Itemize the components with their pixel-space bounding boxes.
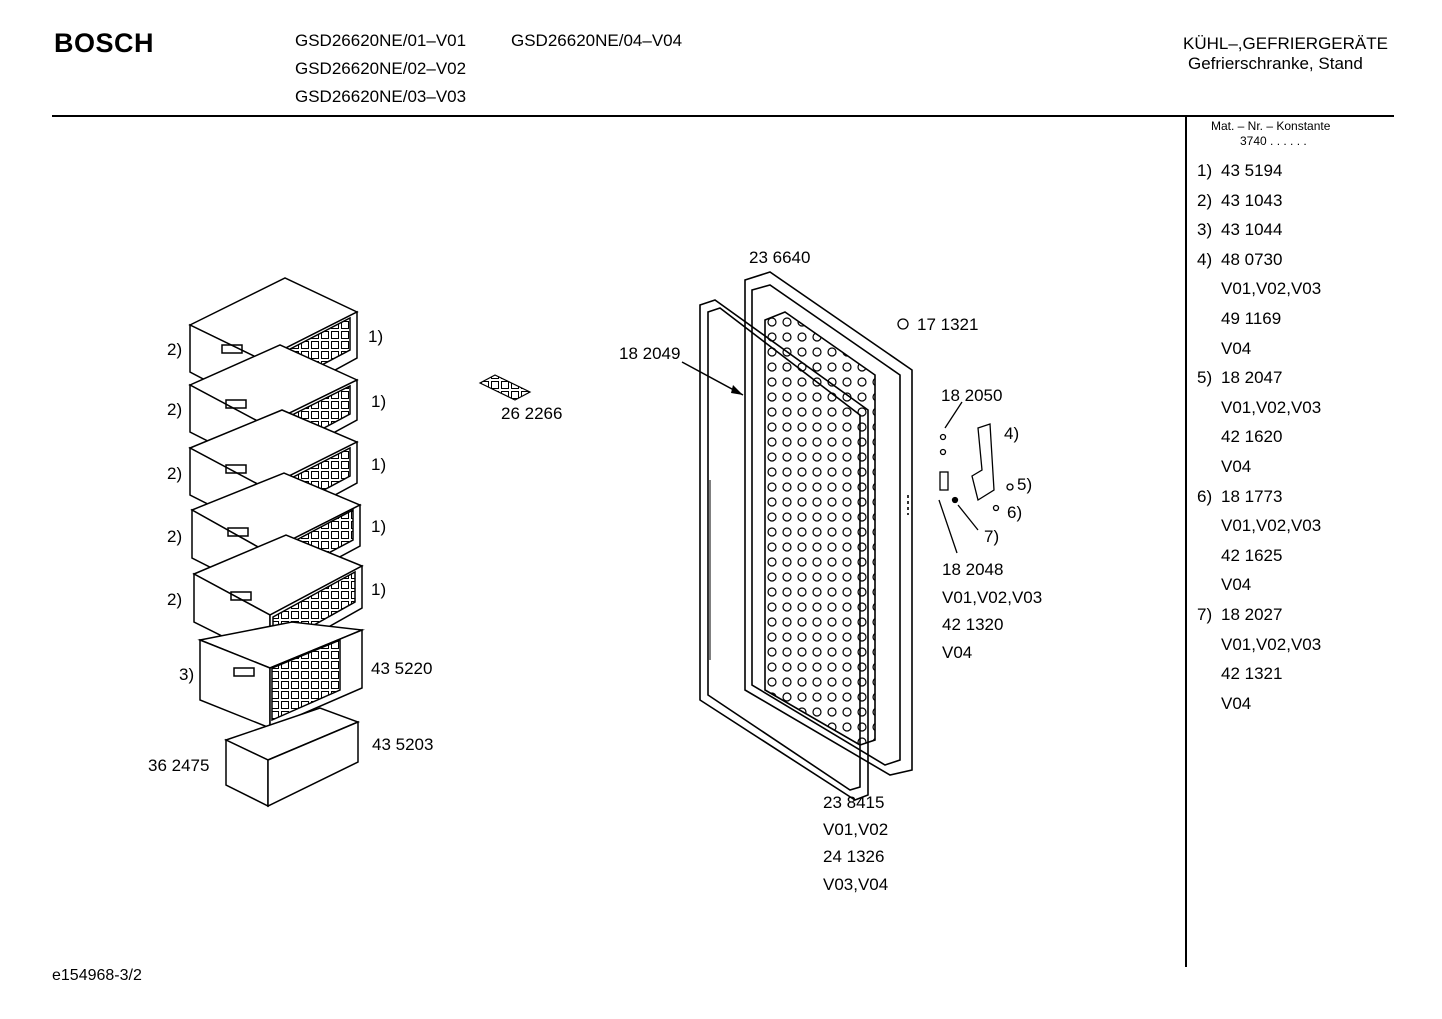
ref-label-1: 1)	[371, 580, 386, 599]
ref-label-4: 4)	[1004, 424, 1019, 443]
ref-label-1: 1)	[371, 392, 386, 411]
drawer-large-number: 43 5220	[371, 659, 432, 678]
ref-label-1: 1)	[371, 455, 386, 474]
parts-list-text: V04	[1221, 456, 1252, 476]
gasket-number: 18 2049	[619, 344, 680, 363]
brand-logo: BOSCH	[54, 28, 155, 58]
drawer-front-number: 36 2475	[148, 756, 209, 775]
parts-list-text: 18 2047	[1221, 368, 1283, 388]
hinge-upper-number: 18 2050	[941, 386, 1002, 405]
door-gasket	[699, 299, 869, 801]
door-seal-variant-a: V01,V02	[823, 820, 888, 839]
ice-tray-number: 26 2266	[501, 404, 562, 423]
drawer-bottom	[224, 707, 361, 808]
product-category: KÜHL–,GEFRIERGERÄTE	[1183, 34, 1388, 53]
parts-list-row: V01,V02,V03	[1197, 515, 1387, 545]
parts-list-index: 4)	[1197, 249, 1213, 269]
model-code-03: GSD26620NE/03–V03	[295, 87, 467, 106]
parts-list-row: 42 1620	[1197, 426, 1387, 456]
ref-label-2: 2)	[167, 527, 182, 546]
parts-list-index: 3)	[1197, 220, 1213, 240]
parts-list-row: 6) 18 1773	[1197, 486, 1387, 516]
panel-divider	[1185, 117, 1187, 967]
hinge-part-b-number: 42 1320	[942, 615, 1003, 634]
door-seal-b-number: 24 1326	[823, 847, 884, 866]
drawer-bottom-number: 43 5203	[372, 735, 433, 754]
parts-list-row: V01,V02,V03	[1197, 397, 1387, 427]
header-divider	[52, 115, 1394, 117]
screw-number: 17 1321	[917, 315, 978, 334]
ref-label-1: 1)	[368, 327, 383, 346]
parts-list-row: V04	[1197, 574, 1387, 604]
model-code-01: GSD26620NE/01–V01	[295, 31, 467, 50]
ice-tray	[478, 374, 532, 401]
parts-list-row: 42 1625	[1197, 545, 1387, 575]
parts-list-text: V04	[1221, 338, 1252, 358]
parts-list-row: V01,V02,V03	[1197, 634, 1387, 664]
parts-list-row: 42 1321	[1197, 663, 1387, 693]
parts-list-row: 2) 43 1043	[1197, 190, 1387, 220]
parts-list-text: 42 1321	[1221, 664, 1283, 684]
drawer-large	[197, 621, 365, 730]
hinge-variant-b: V04	[942, 643, 972, 662]
parts-list-index: 6)	[1197, 486, 1213, 506]
drawing-id: e154968-3/2	[52, 967, 142, 984]
parts-list-row: 3) 43 1044	[1197, 219, 1387, 249]
parts-list-text: 18 1773	[1221, 486, 1283, 506]
ref-label-2: 2)	[167, 590, 182, 609]
ref-label-7: 7)	[984, 527, 999, 546]
ref-label-2: 2)	[167, 400, 182, 419]
parts-list-row: 1) 43 5194	[1197, 160, 1387, 190]
parts-list-text: 18 2027	[1221, 604, 1283, 624]
parts-list-row: V01,V02,V03	[1197, 278, 1387, 308]
ref-label-3: 3)	[179, 665, 194, 684]
ref-label-2: 2)	[167, 340, 182, 359]
door-assembly	[744, 271, 913, 776]
parts-list-row: V04	[1197, 338, 1387, 368]
ref-label-2: 2)	[167, 464, 182, 483]
door-seal-variant-b: V03,V04	[823, 875, 888, 894]
door-seal-number: 23 8415	[823, 793, 884, 812]
model-code-02: GSD26620NE/02–V02	[295, 59, 467, 78]
gasket-arrowhead	[731, 385, 743, 395]
parts-list-text: V01,V02,V03	[1221, 516, 1322, 536]
parts-list-index: 5)	[1197, 368, 1213, 388]
parts-list-index: 2)	[1197, 190, 1213, 210]
hinge-parts	[897, 318, 1014, 554]
parts-list-row: 5) 18 2047	[1197, 367, 1387, 397]
ref-label-6: 6)	[1007, 503, 1022, 522]
parts-list-row: V04	[1197, 693, 1387, 723]
parts-list-text: V04	[1221, 693, 1252, 713]
parts-list-text: V04	[1221, 575, 1252, 595]
parts-list-text: 48 0730	[1221, 249, 1283, 269]
parts-list-text: V01,V02,V03	[1221, 397, 1322, 417]
door-panel-number: 23 6640	[749, 248, 810, 267]
parts-list-row: 49 1169	[1197, 308, 1387, 338]
parts-list-row: 7) 18 2027	[1197, 604, 1387, 634]
ref-label-1: 1)	[371, 517, 386, 536]
parts-list-row: 4) 48 0730	[1197, 249, 1387, 279]
parts-list-text: 42 1625	[1221, 545, 1283, 565]
freezer-drawer-stack	[188, 277, 365, 808]
ref-label-5: 5)	[1017, 475, 1032, 494]
parts-list-text: 42 1620	[1221, 427, 1283, 447]
constant-label: Mat. – Nr. – Konstante	[1211, 119, 1331, 133]
model-code-04: GSD26620NE/04–V04	[511, 31, 683, 50]
parts-list-text: 43 5194	[1221, 161, 1283, 180]
parts-list-text: V01,V02,V03	[1221, 634, 1322, 654]
constant-value: 3740 . . . . . .	[1240, 134, 1307, 148]
parts-list-text: V01,V02,V03	[1221, 279, 1322, 299]
parts-list-row: V04	[1197, 456, 1387, 486]
parts-list-text: 43 1044	[1221, 220, 1283, 240]
product-subcategory: Gefrierschranke, Stand	[1188, 54, 1363, 73]
parts-list-index: 1)	[1197, 161, 1213, 180]
hinge-part-number: 18 2048	[942, 560, 1003, 579]
parts-list-text: 49 1169	[1221, 308, 1282, 328]
parts-list-text: 43 1043	[1221, 190, 1283, 210]
hinge-variant-a: V01,V02,V03	[942, 588, 1042, 607]
parts-list-index: 7)	[1197, 604, 1213, 624]
